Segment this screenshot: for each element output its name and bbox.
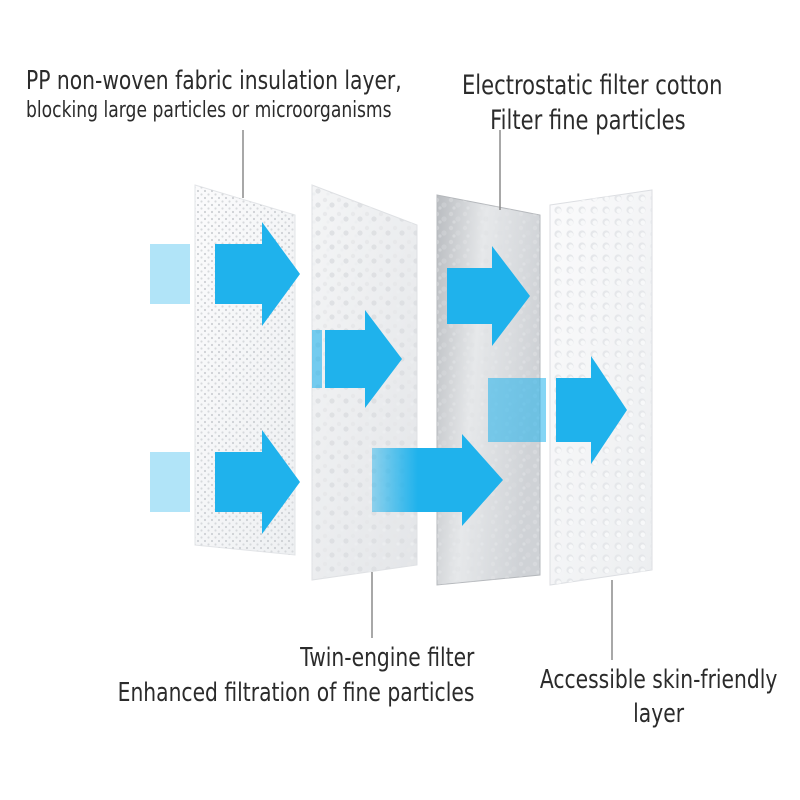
twin-engine-layer-label: Twin-engine filter Enhanced filtration o… (117, 645, 474, 706)
electrostatic-layer-label: Electrostatic filter cotton Filter fine … (462, 72, 722, 134)
electrostatic-layer-label-line1: Electrostatic filter cotton (462, 70, 723, 101)
pp-layer-label: PP non-woven fabric insulation layer, bl… (26, 68, 402, 122)
airflow-arrow-5 (372, 434, 503, 526)
twin-engine-layer-label-line1: Twin-engine filter (299, 643, 474, 673)
pp-layer-label-line2: blocking large particles or microorganis… (26, 98, 392, 123)
twin-engine-layer-label-line2: Enhanced filtration of fine particles (117, 678, 474, 708)
skin-layer-label-line2: layer (633, 699, 685, 729)
electrostatic-layer-label-line2: Filter fine particles (490, 105, 686, 136)
airflow-arrow-3 (312, 310, 402, 408)
skin-layer-label: Accessible skin-friendly layer (526, 667, 791, 727)
pp-layer-label-line1: PP non-woven fabric insulation layer, (26, 66, 402, 96)
airflow-arrow-6 (488, 356, 627, 464)
airflow-arrow-4 (447, 246, 530, 346)
airflow-arrow-2 (150, 430, 300, 534)
skin-layer-label-line1: Accessible skin-friendly (539, 665, 778, 695)
airflow-arrow-1 (150, 222, 300, 326)
